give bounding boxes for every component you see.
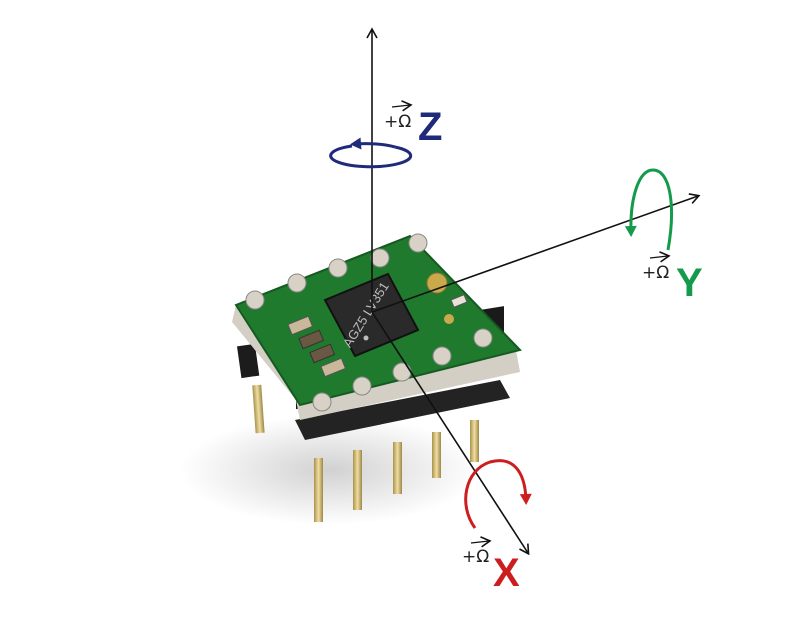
y-axis-labels: +Ω Y xyxy=(642,251,703,305)
omega-vector-arrow-x xyxy=(470,536,492,548)
gyro-module-photo: AGZ5 LV351 xyxy=(232,233,522,522)
y-axis-label: Y xyxy=(676,261,703,305)
rear-pins xyxy=(236,343,265,434)
pcb-pads-back xyxy=(245,233,428,310)
x-axis-label: X xyxy=(493,551,520,595)
board-shadow xyxy=(180,415,480,525)
x-axis-labels: +Ω X xyxy=(462,536,520,595)
front-pins xyxy=(314,420,479,522)
omega-vector-arrow-z xyxy=(391,100,413,112)
omega-vector-arrow-y xyxy=(649,251,671,263)
z-axis-label: Z xyxy=(418,105,442,149)
gyro-chip: AGZ5 LV351 xyxy=(323,272,420,358)
x-rotation-arrow xyxy=(464,459,532,529)
z-omega-label: +Ω xyxy=(384,112,411,132)
y-axis-line xyxy=(371,193,701,313)
z-axis-labels: +Ω Z xyxy=(384,100,442,149)
y-omega-label: +Ω xyxy=(642,263,669,283)
z-rotation-arrow xyxy=(329,137,413,169)
axis-lines xyxy=(366,27,701,556)
smd-components xyxy=(287,272,468,378)
pcb-pads-front xyxy=(312,328,493,412)
x-axis-line xyxy=(371,311,530,556)
y-rotation-arrow xyxy=(624,168,674,251)
x-omega-label: +Ω xyxy=(462,547,489,567)
